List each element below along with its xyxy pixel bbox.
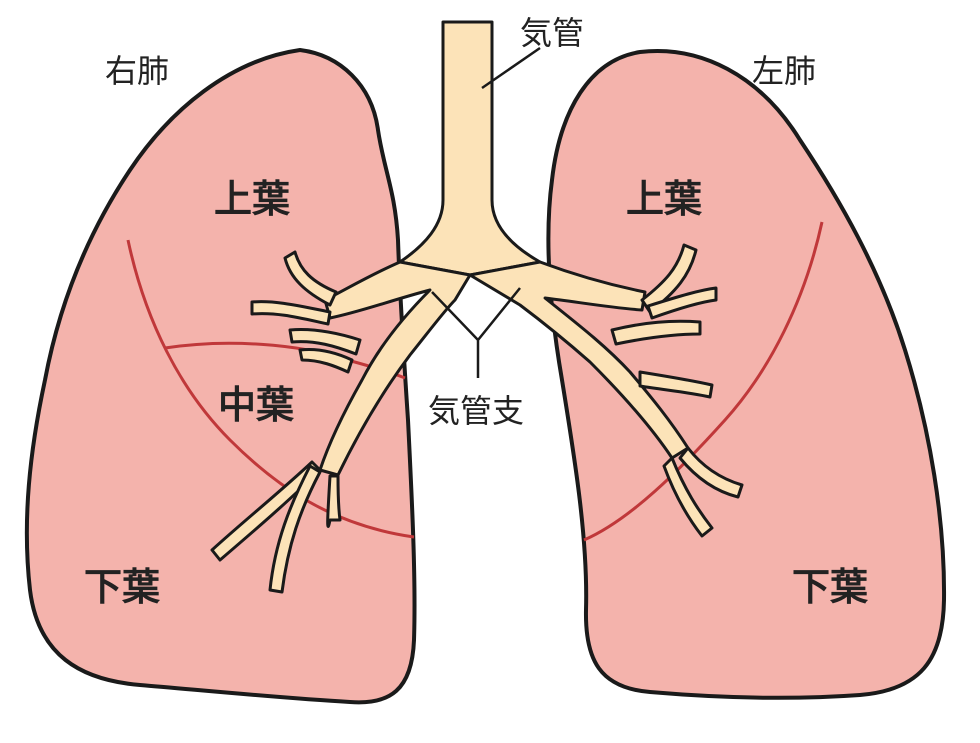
right-oblique-fissure	[126, 239, 415, 539]
right-branch-2	[250, 300, 332, 326]
right-branch-1	[283, 250, 338, 307]
left-lung-label: 左肺	[752, 52, 816, 90]
bronchi-pointer-lines	[431, 287, 521, 378]
airway-tree	[210, 20, 744, 594]
left-lower-branch-b	[662, 456, 714, 538]
right-branch-3	[288, 328, 362, 356]
left-lower-lobe-label: 下葉	[792, 565, 869, 609]
trachea-label: 気管	[520, 14, 584, 52]
left-branch-1	[640, 243, 698, 314]
left-branch-4	[638, 370, 714, 399]
trachea-shape	[398, 20, 542, 277]
right-branch-4	[298, 348, 354, 374]
right-lower-branch-a	[210, 460, 322, 562]
bronchi-label: 気管支	[428, 392, 524, 430]
left-branch-3	[610, 319, 702, 346]
right-upper-lobe-label: 上葉	[214, 177, 291, 221]
trachea-pointer-line	[481, 46, 541, 90]
right-lower-branch-b	[268, 464, 322, 594]
left-lower-branch-a	[678, 446, 744, 499]
right-lower-branch-c	[326, 474, 342, 528]
right-lung-shape	[24, 48, 417, 705]
left-oblique-fissure	[583, 221, 824, 542]
right-middle-lobe-label: 中葉	[218, 383, 295, 427]
left-upper-lobe-label: 上葉	[626, 177, 703, 221]
left-branch-2	[646, 286, 718, 320]
right-lower-lobe-label: 下葉	[84, 565, 161, 609]
right-lung-label: 右肺	[105, 52, 169, 90]
